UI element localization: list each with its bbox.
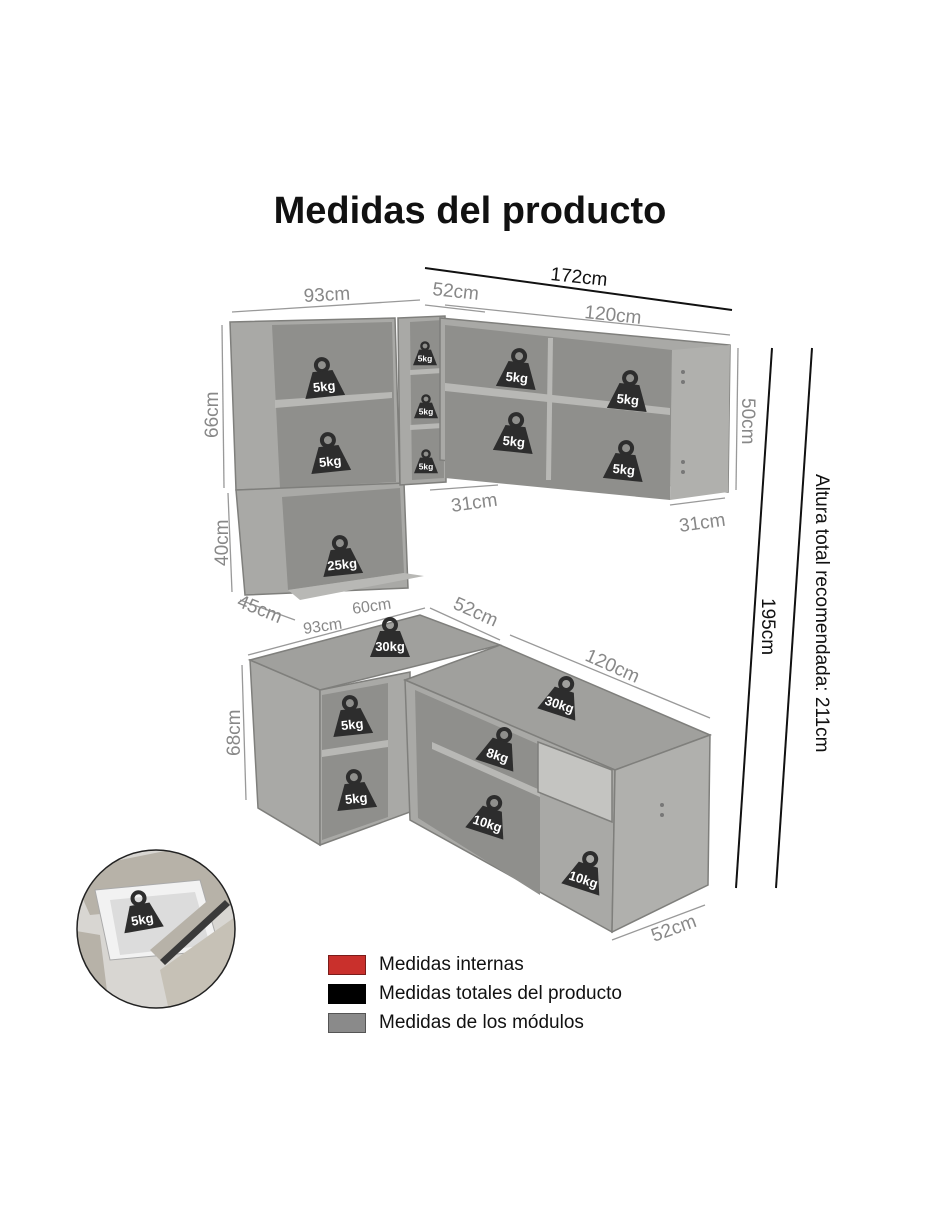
dim-lower-mid-width: 52cm [450,593,501,631]
dim-upper-right-depth: 31cm [678,510,727,537]
dim-upper-left-depth: 45cm [234,591,285,628]
svg-text:5kg: 5kg [344,790,368,807]
weight-badge: 5kg [327,693,376,740]
svg-text:5kg: 5kg [312,378,336,395]
legend: Medidas internas Medidas totales del pro… [328,950,622,1037]
dim-upper-lower-height: 40cm [212,520,233,566]
legend-item-total: Medidas totales del producto [328,979,622,1008]
weight-badge: 5kg [600,438,649,485]
dim-upper-right-height: 50cm [737,398,758,444]
svg-text:5kg: 5kg [419,407,433,417]
svg-text:8kg: 8kg [485,745,511,766]
drawer-detail-inset: 5kg [76,849,236,1009]
dimension-lines [221,299,739,941]
weight-badge: 5kg [115,886,166,936]
legend-item-module: Medidas de los módulos [328,1008,622,1037]
legend-label: Medidas de los módulos [379,1011,584,1033]
weight-badge: 8kg [473,721,528,774]
weight-badge: 5kg [331,767,380,814]
legend-swatch-total [328,983,366,1004]
svg-text:30kg: 30kg [375,639,405,654]
weight-badge: 10kg [463,789,518,842]
svg-text:5kg: 5kg [340,716,364,733]
svg-text:25kg: 25kg [327,555,358,573]
legend-swatch-module [328,1012,366,1033]
upper-right-cabinet [439,317,731,500]
svg-text:5kg: 5kg [502,433,526,450]
legend-label: Medidas internas [379,953,524,975]
svg-text:5kg: 5kg [505,369,529,386]
dim-upper-left-width: 93cm [303,284,351,307]
weight-badge: 10kg [559,845,614,898]
svg-text:5kg: 5kg [418,354,432,364]
dim-upper-mid-width: 52cm [431,279,479,305]
weight-badge: 5kg [412,449,440,475]
weight-badge: 5kg [490,410,539,457]
weight-badge: 5kg [493,346,542,393]
dim-upper-inner-width: 60cm [351,596,392,618]
dim-upper-left-height: 66cm [202,392,223,438]
weight-badge: 5kg [305,430,354,477]
weight-badge: 5kg [299,355,348,402]
dim-upper-mid-depth: 31cm [450,490,499,517]
legend-swatch-interior [328,954,366,975]
dim-upper-left-bottom-width: 93cm [302,616,343,638]
svg-text:5kg: 5kg [612,461,636,478]
legend-label: Medidas totales del producto [379,982,622,1004]
weight-badge: 5kg [411,341,439,367]
svg-text:5kg: 5kg [130,910,155,929]
weight-badge: 30kg [535,670,590,723]
legend-item-interior: Medidas internas [328,950,622,979]
total-dimension-lines [424,267,813,889]
weight-badge: 5kg [412,394,440,420]
svg-text:5kg: 5kg [318,453,342,470]
svg-text:5kg: 5kg [616,391,640,408]
weight-badge: 30kg [368,617,412,659]
svg-text:5kg: 5kg [419,462,433,472]
dim-lower-right-width: 120cm [582,645,643,687]
weight-badge: 25kg [317,533,366,580]
page-title: Medidas del producto [273,190,667,232]
dim-recommended-height: Altura total recomendada: 211cm [811,474,832,752]
weight-badge: 5kg [604,368,653,415]
dim-upper-right-width: 120cm [583,302,642,329]
dim-total-height: 195cm [757,598,778,655]
dim-lower-height: 68cm [224,710,245,756]
